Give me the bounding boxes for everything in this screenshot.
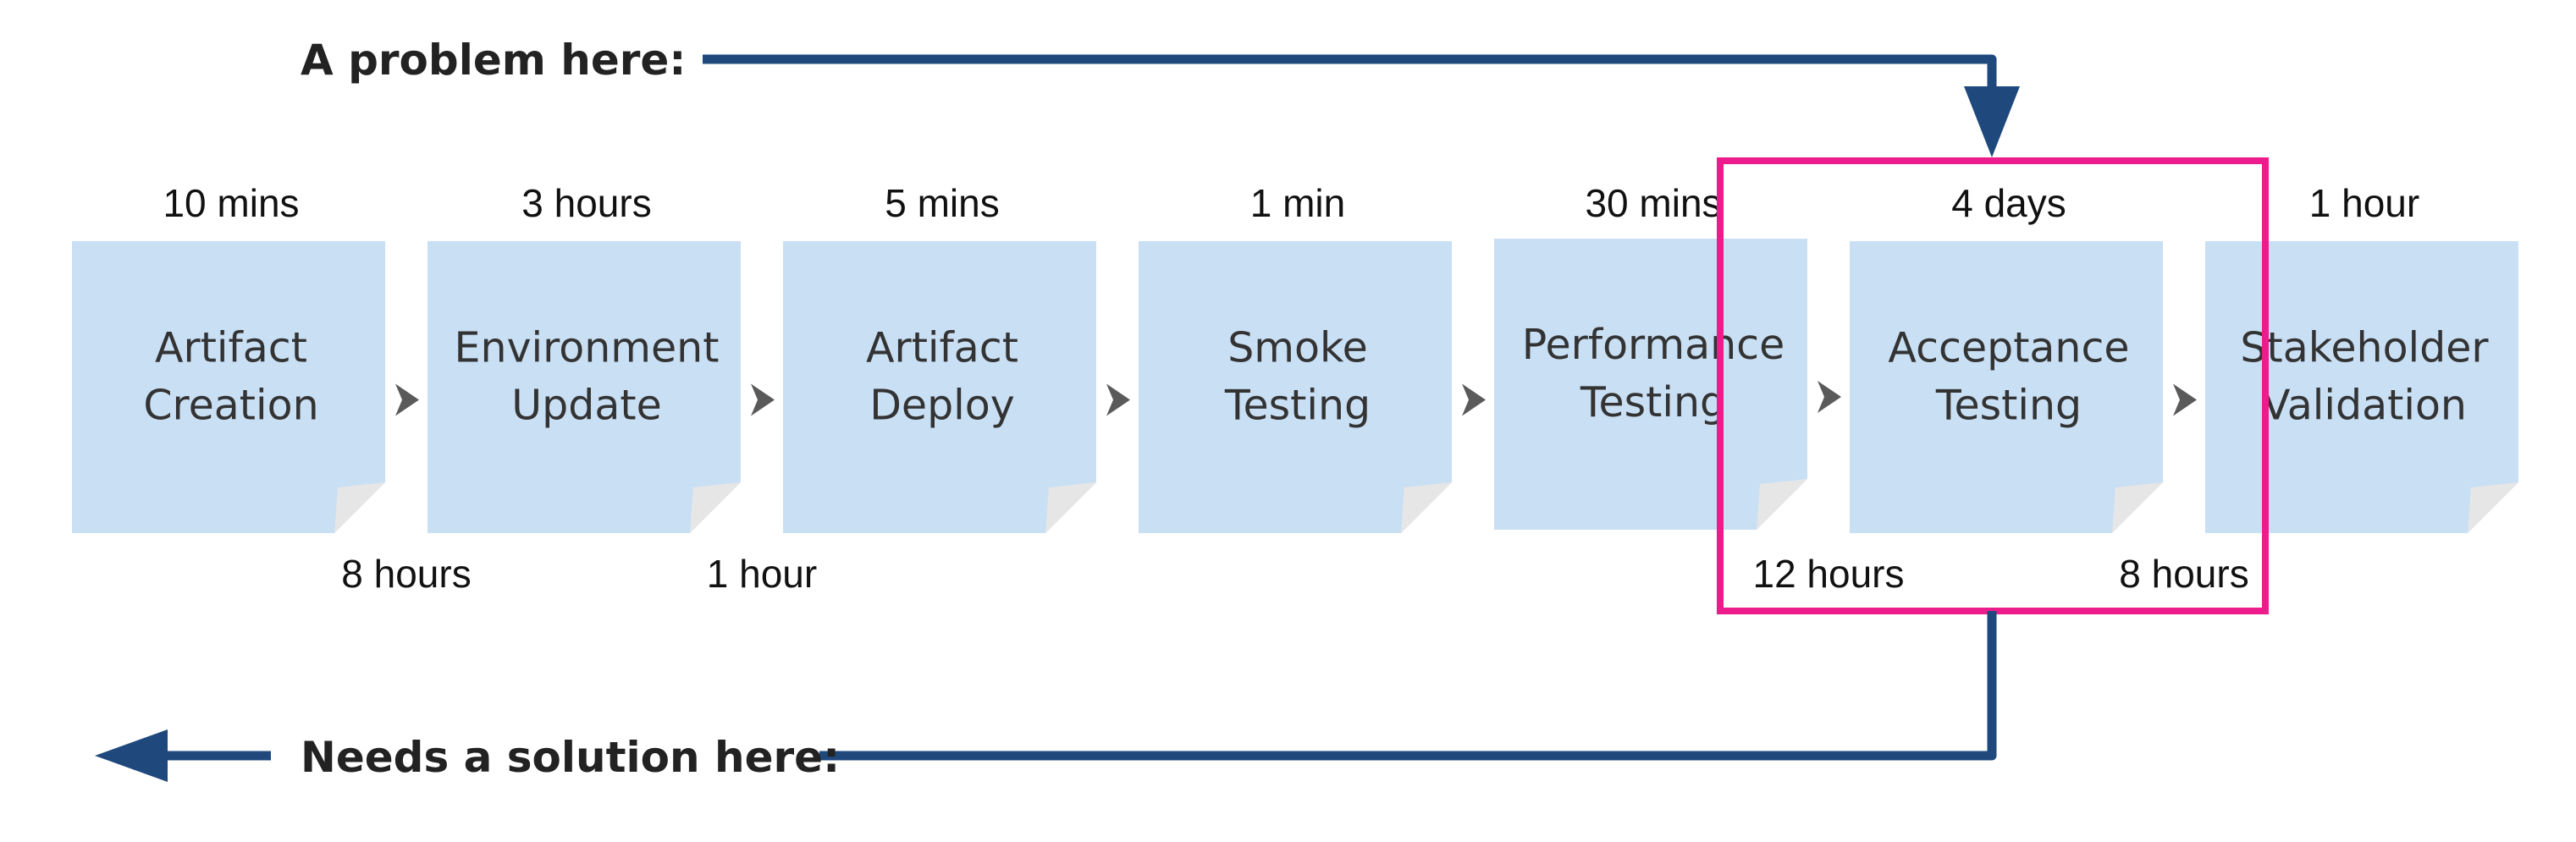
note-fold-corner xyxy=(1757,479,1807,530)
step-label-line1: Acceptance xyxy=(1888,324,2129,372)
solution-heading: Needs a solution here: xyxy=(301,733,840,782)
note-fold-corner xyxy=(2468,482,2518,533)
sticky-note xyxy=(427,241,741,533)
sticky-note xyxy=(1850,241,2163,533)
step-label-line2: Validation xyxy=(2262,382,2467,430)
chevron-right-icon xyxy=(1462,383,1486,416)
wait-time-label: 8 hours xyxy=(2119,552,2248,596)
step-label-line2: Deploy xyxy=(869,382,1015,430)
step-label-line1: Smoke xyxy=(1227,324,1368,372)
wait-time-label: 12 hours xyxy=(1752,552,1904,596)
note-fold-corner xyxy=(2112,482,2163,533)
step-duration: 1 hour xyxy=(2309,181,2419,225)
note-fold-corner xyxy=(690,482,741,533)
wait-times: 8 hours 1 hour 12 hours 8 hours xyxy=(341,552,2248,596)
step-connectors xyxy=(395,381,2197,416)
problem-heading: A problem here: xyxy=(301,36,686,85)
step-label-line2: Testing xyxy=(1935,382,2082,430)
note-fold-corner xyxy=(334,482,385,533)
step-label-line2: Testing xyxy=(1580,378,1726,427)
wait-time-label: 8 hours xyxy=(341,552,471,596)
chevron-right-icon xyxy=(1818,381,1841,413)
wait-time-label: 1 hour xyxy=(707,552,817,596)
note-fold-corner xyxy=(1401,482,1452,533)
chevron-right-icon xyxy=(395,383,419,416)
sticky-note xyxy=(1139,241,1452,533)
step-label-line1: Environment xyxy=(455,324,720,372)
step-duration: 1 min xyxy=(1250,181,1345,225)
sticky-note xyxy=(72,241,385,533)
step-duration: 3 hours xyxy=(521,181,651,225)
step-label-line2: Creation xyxy=(143,382,318,430)
step-duration: 4 days xyxy=(1951,181,2066,225)
solution-arrow-line xyxy=(819,611,1997,761)
sticky-note xyxy=(2205,241,2518,533)
chevron-right-icon xyxy=(751,383,775,416)
chevron-right-icon xyxy=(2173,383,2197,416)
sticky-note xyxy=(783,241,1096,533)
chevron-right-icon xyxy=(1106,383,1130,416)
step-duration: 30 mins xyxy=(1585,181,1721,225)
step-label-line1: Stakeholder xyxy=(2240,324,2489,372)
solution-left-arrowhead xyxy=(95,729,168,782)
step-duration: 5 mins xyxy=(885,181,999,225)
step-duration: 10 mins xyxy=(163,181,299,225)
step-label-line1: Artifact xyxy=(155,324,307,372)
step-label-line2: Testing xyxy=(1224,382,1371,430)
step-label-line1: Performance xyxy=(1522,321,1785,369)
note-fold-corner xyxy=(1045,482,1096,533)
step-label-line2: Update xyxy=(511,382,661,430)
step-label-line1: Artifact xyxy=(866,324,1018,372)
problem-arrow-line xyxy=(703,54,1997,93)
sticky-note xyxy=(1494,239,1807,530)
problem-arrowhead xyxy=(1964,86,2020,157)
